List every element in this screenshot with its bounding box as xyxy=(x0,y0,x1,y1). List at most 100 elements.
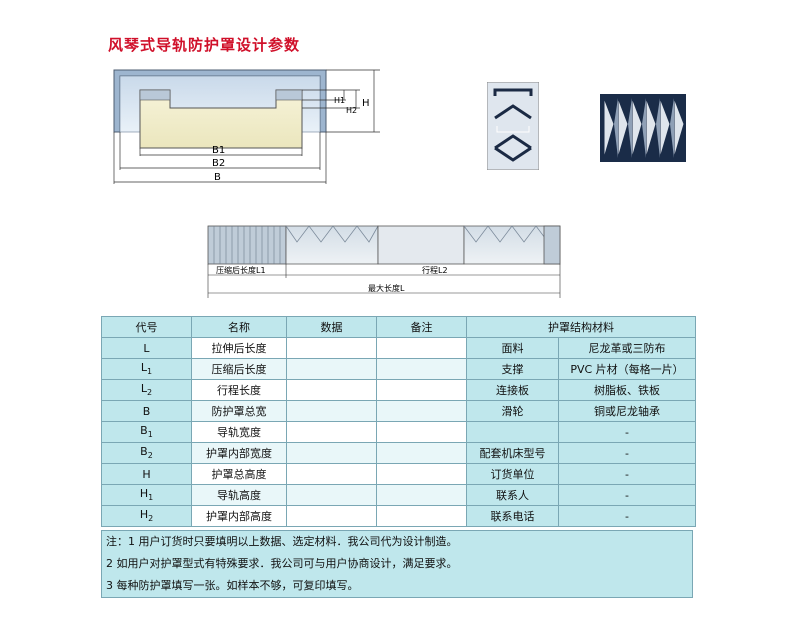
name-cell: 护罩总高度 xyxy=(191,463,287,485)
name-cell: 导轨高度 xyxy=(191,484,287,506)
note-3: 3 每种防护罩填写一张。如样本不够，可复印填写。 xyxy=(106,579,359,592)
code-cell: B xyxy=(101,400,192,422)
page-title: 风琴式导轨防护罩设计参数 xyxy=(108,36,301,54)
material-label-cell: 支撑 xyxy=(466,358,559,380)
material-label-cell: 联系电话 xyxy=(466,505,559,527)
code-subscript: 2 xyxy=(147,388,153,398)
data-input-cell[interactable] xyxy=(286,379,377,401)
code-cell: H2 xyxy=(101,505,192,527)
material-value-cell: - xyxy=(558,442,696,464)
material-label-cell: 订货单位 xyxy=(466,463,559,485)
material-value-cell: - xyxy=(558,421,696,443)
code-letter: B xyxy=(140,445,148,459)
material-label-cell: 面料 xyxy=(466,337,559,359)
material-value-cell: 铜或尼龙轴承 xyxy=(558,400,696,422)
data-input-cell[interactable] xyxy=(286,484,377,506)
material-value-cell: PVC 片材（每格一片） xyxy=(558,358,696,380)
table-row: B 防护罩总宽 滑轮铜或尼龙轴承 xyxy=(101,400,696,422)
data-input-cell[interactable] xyxy=(286,337,377,359)
code-subscript: 2 xyxy=(147,451,153,461)
code-letter: L xyxy=(140,382,148,396)
note-2: 2 如用户对护罩型式有特殊要求．我公司可与用户协商设计，满足要求。 xyxy=(106,557,458,570)
label-b1: B1 xyxy=(212,145,225,156)
note-input-cell[interactable] xyxy=(376,484,467,506)
length-diagram: 压缩后长度L1 行程L2 最大长度L xyxy=(207,225,561,298)
name-cell: 护罩内部高度 xyxy=(191,505,287,527)
code-letter: B xyxy=(142,404,151,418)
code-letter: L xyxy=(143,341,150,355)
material-value-cell: - xyxy=(558,505,696,527)
name-cell: 防护罩总宽 xyxy=(191,400,287,422)
notes-box: 注：1 用户订货时只要填明以上数据、选定材料．我公司代为设计制造。 2 如用户对… xyxy=(101,530,693,598)
code-letter: H xyxy=(139,487,149,501)
data-input-cell[interactable] xyxy=(286,421,377,443)
label-l: 最大长度L xyxy=(368,283,405,293)
note-input-cell[interactable] xyxy=(376,463,467,485)
label-l2: 行程L2 xyxy=(422,265,448,275)
code-subscript: 2 xyxy=(148,514,154,524)
material-value-cell: 尼龙革或三防布 xyxy=(558,337,696,359)
material-value-cell: - xyxy=(558,463,696,485)
label-b: B xyxy=(214,172,221,183)
material-label-cell: 滑轮 xyxy=(466,400,559,422)
note-input-cell[interactable] xyxy=(376,337,467,359)
material-value-cell: 树脂板、铁板 xyxy=(558,379,696,401)
data-input-cell[interactable] xyxy=(286,442,377,464)
data-input-cell[interactable] xyxy=(286,358,377,380)
note-input-cell[interactable] xyxy=(376,505,467,527)
code-letter: H xyxy=(139,508,149,522)
code-cell: H1 xyxy=(101,484,192,506)
header-data: 数据 xyxy=(286,316,377,338)
name-cell: 拉伸后长度 xyxy=(191,337,287,359)
table-row: L 拉伸后长度 面料尼龙革或三防布 xyxy=(101,337,696,359)
name-cell: 行程长度 xyxy=(191,379,287,401)
code-subscript: 1 xyxy=(147,367,153,377)
code-cell: B2 xyxy=(101,442,192,464)
code-cell: L xyxy=(101,337,192,359)
support-profile-image xyxy=(487,82,539,170)
name-cell: 压缩后长度 xyxy=(191,358,287,380)
note-input-cell[interactable] xyxy=(376,358,467,380)
note-input-cell[interactable] xyxy=(376,379,467,401)
label-h1: H1 xyxy=(334,96,345,105)
header-code: 代号 xyxy=(101,316,192,338)
name-cell: 导轨宽度 xyxy=(191,421,287,443)
code-cell: L2 xyxy=(101,379,192,401)
table-header-row: 代号 名称 数据 备注 护罩结构材料 xyxy=(101,316,696,338)
header-name: 名称 xyxy=(191,316,287,338)
code-letter: B xyxy=(140,424,148,438)
code-cell: H xyxy=(101,463,192,485)
material-label-cell: 联系人 xyxy=(466,484,559,506)
material-label-cell xyxy=(466,421,559,443)
data-input-cell[interactable] xyxy=(286,505,377,527)
code-subscript: 1 xyxy=(148,493,154,503)
data-input-cell[interactable] xyxy=(286,463,377,485)
code-letter: L xyxy=(140,361,148,375)
note-input-cell[interactable] xyxy=(376,442,467,464)
code-cell: B1 xyxy=(101,421,192,443)
code-subscript: 1 xyxy=(147,430,153,440)
note-1: 注：1 用户订货时只要填明以上数据、选定材料．我公司代为设计制造。 xyxy=(106,535,458,548)
material-value-cell: - xyxy=(558,484,696,506)
material-label-cell: 连接板 xyxy=(466,379,559,401)
header-material: 护罩结构材料 xyxy=(466,316,696,338)
name-cell: 护罩内部宽度 xyxy=(191,442,287,464)
label-h: H xyxy=(362,98,370,109)
data-input-cell[interactable] xyxy=(286,400,377,422)
label-h2: H2 xyxy=(346,106,357,115)
bellows-fold-image xyxy=(600,94,686,162)
material-label-cell: 配套机床型号 xyxy=(466,442,559,464)
code-cell: L1 xyxy=(101,358,192,380)
label-b2: B2 xyxy=(212,158,225,169)
note-input-cell[interactable] xyxy=(376,400,467,422)
cross-section-diagram: H H1 H2 B1 B2 B xyxy=(113,69,380,184)
note-input-cell[interactable] xyxy=(376,421,467,443)
